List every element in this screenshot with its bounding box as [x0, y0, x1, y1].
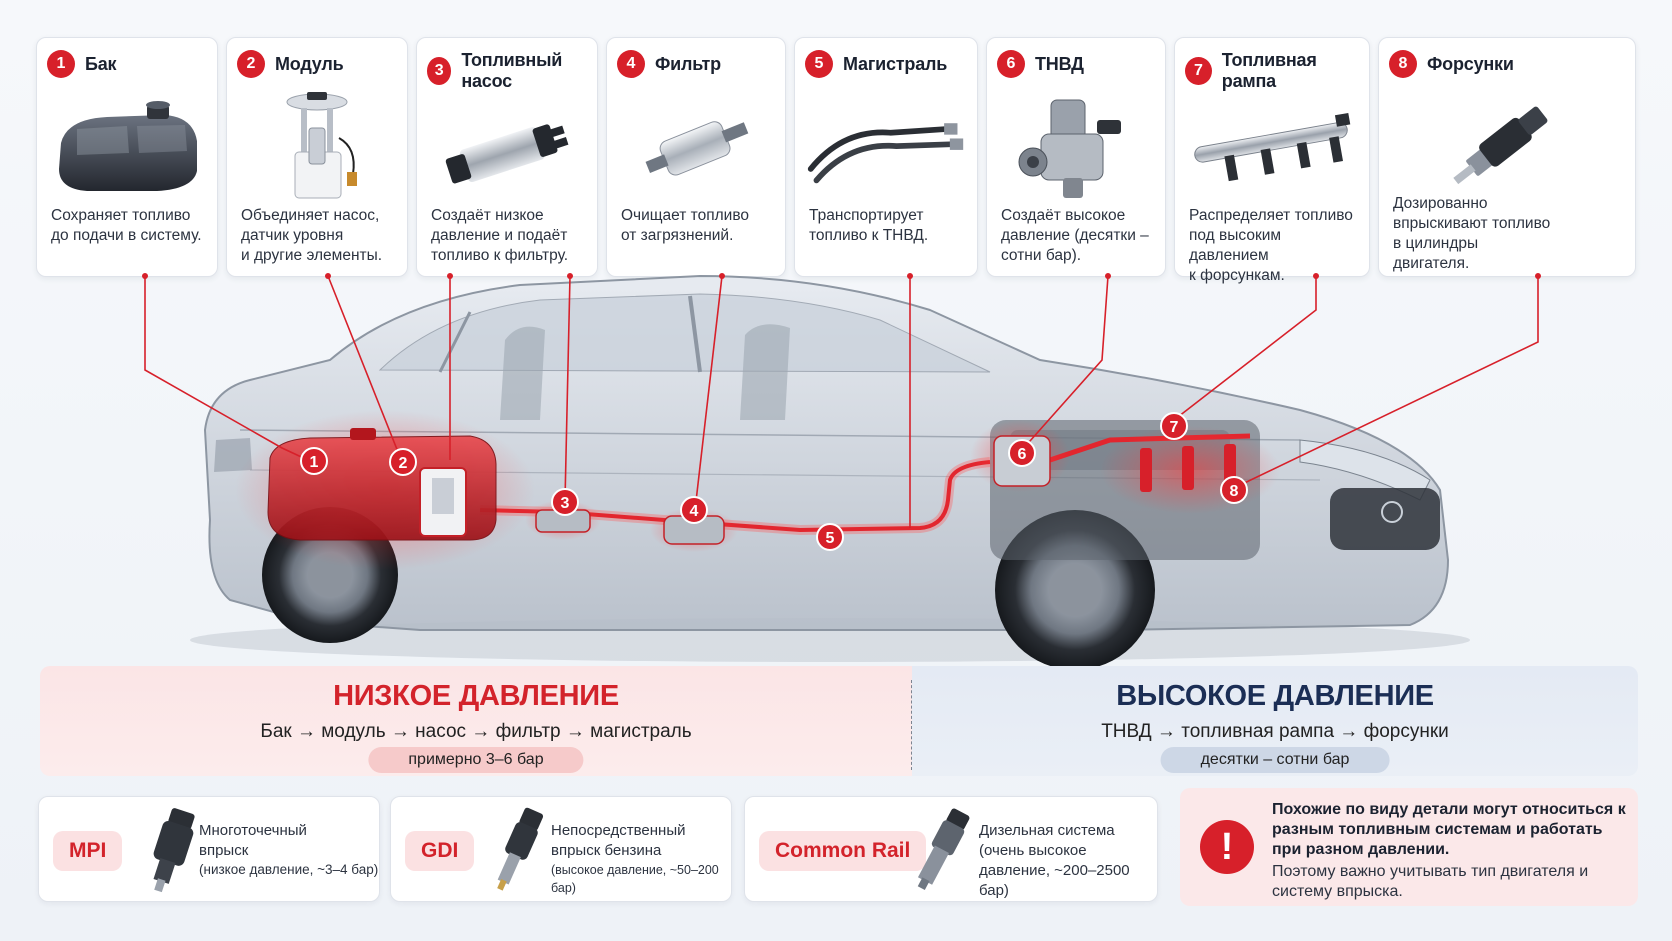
marker-3: 3: [551, 488, 579, 516]
fuel-module-icon: [237, 88, 397, 208]
system-card-common-rail: Common Rail Дизельная система(очень высо…: [744, 796, 1158, 902]
tank-highlight: [235, 410, 535, 570]
fuel-line-icon: [805, 88, 967, 208]
svg-text:5: 5: [826, 530, 835, 547]
high-pressure-band: ВЫСОКОЕ ДАВЛЕНИЕ ТНВД → топливная рампа …: [912, 666, 1638, 776]
common-rail-injector-icon: [917, 808, 970, 890]
high-pressure-title: ВЫСОКОЕ ДАВЛЕНИЕ: [1116, 680, 1434, 712]
svg-text:8: 8: [1230, 483, 1239, 500]
card-title: Бак: [85, 53, 117, 74]
low-pressure-range: примерно 3–6 бар: [368, 747, 584, 773]
card-title: Модуль: [275, 53, 344, 74]
warning-box: ! Похожие по виду детали могут относитьс…: [1180, 788, 1638, 906]
number-badge: 4: [617, 50, 645, 78]
marker-7: 7: [1160, 412, 1188, 440]
marker-8: 8: [1220, 476, 1248, 504]
mpi-injector-icon: [153, 808, 195, 893]
svg-text:2: 2: [399, 455, 408, 472]
svg-text:3: 3: [561, 495, 570, 512]
pump-highlight: [525, 500, 601, 540]
leader-lines: [144, 275, 1539, 528]
system-tag: MPI: [53, 831, 123, 871]
marker-2: 2: [389, 448, 417, 476]
fuel-pump-icon: [427, 88, 587, 208]
injectors-highlight: [1100, 426, 1280, 514]
car-body: [203, 274, 1450, 631]
svg-text:7: 7: [1170, 419, 1179, 436]
high-pressure-chain: ТНВД → топливная рампа → форсунки: [1101, 721, 1449, 742]
marker-1: 1: [300, 447, 328, 475]
number-badge: 7: [1185, 57, 1212, 85]
number-badge: 1: [47, 50, 75, 78]
hp-pump-highlight: [970, 420, 1070, 492]
gdi-injector-icon: [497, 807, 544, 891]
front-wheel: [995, 510, 1155, 670]
fuel-tank-icon: [47, 88, 207, 208]
engine: [990, 420, 1260, 560]
card-title: Топливный насос: [461, 50, 563, 91]
number-badge: 5: [805, 50, 833, 78]
marker-6: 6: [1008, 439, 1036, 467]
filter-highlight: [650, 508, 738, 552]
card-title: Фильтр: [655, 53, 721, 74]
svg-text:4: 4: [690, 503, 699, 520]
band-divider: [911, 680, 912, 770]
system-tag: GDI: [405, 831, 475, 871]
card-title: ТНВД: [1035, 53, 1084, 74]
high-pressure-range: десятки – сотни бар: [1160, 747, 1390, 773]
number-badge: 8: [1389, 50, 1417, 78]
module-highlight: [419, 467, 467, 537]
fuel-line-path: [479, 433, 1251, 536]
warning-text: Поэтому важно учитывать тип двигателя и …: [1272, 863, 1589, 900]
low-pressure-band: НИЗКОЕ ДАВЛЕНИЕ Бак → модуль → насос → ф…: [40, 666, 912, 776]
card-title: Топливная рампа: [1221, 50, 1317, 91]
rear-wheel: [262, 507, 398, 643]
number-badge: 6: [997, 50, 1025, 78]
low-pressure-title: НИЗКОЕ ДАВЛЕНИЕ: [333, 680, 619, 712]
hp-pump-icon: [997, 88, 1155, 208]
card-title: Форсунки: [1427, 53, 1514, 74]
svg-text:6: 6: [1018, 446, 1027, 463]
marker-5: 5: [816, 523, 844, 551]
svg-text:1: 1: [310, 454, 319, 471]
system-tag: Common Rail: [759, 831, 927, 871]
fuel-rail-icon: [1185, 88, 1359, 208]
warning-bold-text: Похожие по виду детали могут относиться …: [1272, 801, 1626, 858]
warning-icon: !: [1200, 820, 1254, 874]
car-shadow: [190, 618, 1470, 662]
low-pressure-chain: Бак → модуль → насос → фильтр → магистра…: [260, 721, 692, 742]
number-badge: 2: [237, 50, 265, 78]
injector-icon: [1389, 88, 1625, 194]
marker-4: 4: [680, 496, 708, 524]
fuel-filter-icon: [617, 88, 775, 208]
number-badge: 3: [427, 57, 452, 85]
card-title: Магистраль: [843, 53, 948, 74]
